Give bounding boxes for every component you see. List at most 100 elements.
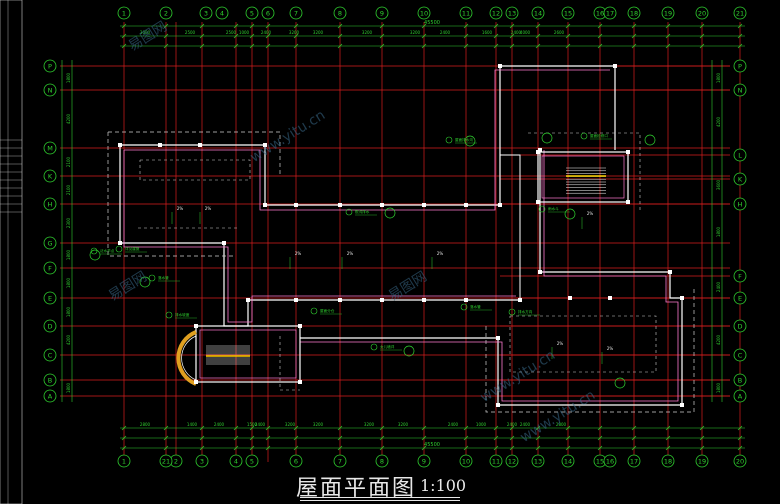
- axis-bubble-bottom: [159, 454, 173, 468]
- dim-tick: [121, 445, 127, 451]
- axis-bubble-right: [733, 172, 747, 186]
- dim-tick: [597, 43, 603, 49]
- dim-tick: [421, 445, 427, 451]
- dim-text-bottom: 3200: [285, 422, 296, 427]
- detail-callout: [445, 136, 453, 144]
- dim-tick: [249, 23, 255, 29]
- axis-bubble-top: [531, 6, 545, 20]
- column-marker: [538, 270, 542, 274]
- axis-bubble-top: [417, 6, 431, 20]
- dim-text-top: 2500: [226, 30, 237, 35]
- slope-label: 2%: [295, 251, 302, 256]
- dim-text-bottom: 2400: [214, 422, 225, 427]
- axis-bubble-bottom: [289, 454, 303, 468]
- axis-bubble-right-label: P: [738, 63, 742, 71]
- watermarks: 易图网www.yitu.cn易图网www.yitu.cn易图网www.yitu.…: [106, 19, 598, 446]
- slope-label: 2%: [347, 251, 354, 256]
- axis-bubble-left: [43, 291, 57, 305]
- dim-tick: [509, 435, 515, 441]
- dim-tick: [631, 43, 637, 49]
- dim-tick: [121, 43, 127, 49]
- axis-bubble-bottom-label: 3: [200, 458, 204, 466]
- slope-label: 2%: [205, 206, 212, 211]
- dim-tick: [379, 43, 385, 49]
- column-marker: [422, 203, 426, 207]
- slope-label: 2%: [587, 211, 594, 216]
- axis-bubble-bottom-label: 11: [492, 458, 500, 466]
- dim-tick: [565, 23, 571, 29]
- slope-label: 2%: [437, 251, 444, 256]
- stair-tower-left: [195, 325, 301, 383]
- axis-bubble-top-label: 12: [492, 10, 500, 18]
- column-marker: [298, 380, 302, 384]
- axis-bubble-top: [733, 6, 747, 20]
- axis-bubble-top: [117, 6, 131, 20]
- column-marker: [668, 270, 672, 274]
- watermark-text: www.yitu.cn: [248, 107, 329, 166]
- axis-bubble-bottom: [695, 454, 709, 468]
- detail-callout: [89, 249, 101, 261]
- axis-bubble-left: [43, 319, 57, 333]
- dim-tick: [265, 43, 271, 49]
- axis-bubble-right-label: F: [738, 273, 742, 281]
- note-label: 详见建施: [125, 246, 140, 251]
- column-marker: [263, 143, 267, 147]
- detail-callout: [464, 135, 476, 147]
- note-label: 雨水斗: [548, 206, 559, 211]
- dim-text-left: 4200: [66, 113, 71, 124]
- detail-callout: [148, 274, 156, 282]
- building-outline: [0, 0, 695, 504]
- note-label: 落水管: [158, 275, 169, 280]
- axis-bubble-right-label: K: [738, 176, 743, 184]
- dim-tick: [233, 43, 239, 49]
- dim-tick: [509, 23, 515, 29]
- dim-tick: [337, 445, 343, 451]
- dim-tick: [597, 425, 603, 431]
- axis-bubble-bottom-label: 9: [422, 458, 426, 466]
- dim-text-left: 2100: [66, 156, 71, 167]
- dim-text-left: 2100: [66, 184, 71, 195]
- axis-bubble-top: [215, 6, 229, 20]
- axis-bubble-left: [43, 59, 57, 73]
- eave-dashed: [528, 132, 641, 210]
- column-marker: [222, 241, 226, 245]
- dim-tick: [493, 435, 499, 441]
- dim-tick: [699, 33, 705, 39]
- dim-tick: [665, 445, 671, 451]
- dim-text-top: 2600: [554, 30, 565, 35]
- axis-bubble-left-label: H: [48, 201, 53, 209]
- detail-callout: [384, 207, 396, 219]
- axis-bubble-right-label: A: [738, 393, 743, 401]
- dim-tick: [597, 23, 603, 29]
- dim-tick: [699, 43, 705, 49]
- detail-callout: [115, 245, 123, 253]
- axis-bubble-top-label: 11: [462, 10, 470, 18]
- dim-text-left: 4200: [66, 334, 71, 345]
- dim-tick: [463, 445, 469, 451]
- axis-bubble-bottom-label: 19: [698, 458, 706, 466]
- detail-callout: [508, 308, 516, 316]
- eave-dashed: [485, 286, 695, 413]
- dim-text-left: 1800: [66, 72, 71, 83]
- column-marker: [294, 203, 298, 207]
- column-marker: [198, 143, 202, 147]
- roof-wall: [300, 150, 683, 406]
- axis-bubble-left: [43, 373, 57, 387]
- dim-tick: [337, 425, 343, 431]
- slope-label: 2%: [177, 206, 184, 211]
- dim-tick: [737, 33, 743, 39]
- dim-tick: [249, 33, 255, 39]
- column-marker: [538, 148, 542, 152]
- axis-bubble-left-label: B: [48, 377, 52, 385]
- dim-tick: [163, 33, 169, 39]
- dim-tick: [493, 445, 499, 451]
- note-label: 排水方向: [518, 309, 533, 314]
- stair-tower-left-inner: [199, 329, 297, 379]
- dim-tick: [163, 435, 169, 441]
- dim-tick: [421, 33, 427, 39]
- title-block-strip: [0, 0, 23, 504]
- axis-bubble-bottom: [375, 454, 389, 468]
